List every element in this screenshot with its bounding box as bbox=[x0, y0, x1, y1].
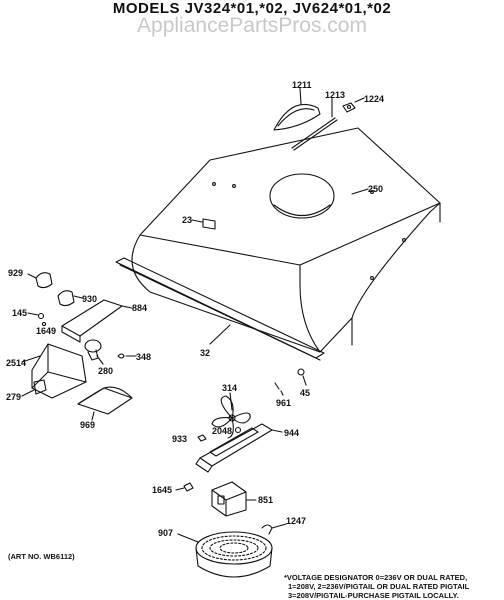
label-1224: 1224 bbox=[364, 94, 384, 104]
washer-part-1649[interactable] bbox=[41, 321, 47, 327]
label-1213: 1213 bbox=[325, 90, 345, 100]
label-969: 969 bbox=[80, 420, 95, 430]
label-933: 933 bbox=[172, 434, 187, 444]
light-housing-part-2514[interactable] bbox=[21, 343, 87, 399]
watermark: AppliancePartsPros.com bbox=[137, 14, 367, 37]
label-32: 32 bbox=[200, 348, 210, 358]
badge-part-23[interactable] bbox=[191, 218, 216, 230]
voltage-note-line-1: *VOLTAGE DESIGNATOR 0=236V OR DUAL RATED… bbox=[284, 573, 468, 582]
label-944: 944 bbox=[284, 428, 299, 438]
filter-part-907[interactable] bbox=[177, 531, 273, 578]
label-45: 45 bbox=[300, 388, 310, 398]
label-1645: 1645 bbox=[152, 485, 172, 495]
label-250: 250 bbox=[368, 184, 383, 194]
label-2048: 2048 bbox=[212, 426, 232, 436]
label-929: 929 bbox=[8, 268, 23, 278]
motor-bracket-part-944[interactable] bbox=[195, 423, 283, 473]
label-930: 930 bbox=[82, 294, 97, 304]
socket-part-279[interactable] bbox=[21, 379, 47, 397]
damper-part-1211[interactable] bbox=[273, 87, 321, 131]
art-number: (ART NO. WB6112) bbox=[8, 552, 75, 561]
label-145: 145 bbox=[12, 308, 27, 318]
label-2514: 2514 bbox=[6, 358, 26, 368]
screw-part-1645[interactable] bbox=[175, 482, 194, 492]
label-1247: 1247 bbox=[286, 516, 306, 526]
label-1211: 1211 bbox=[292, 80, 312, 90]
motor-part-851[interactable] bbox=[211, 481, 257, 517]
clip-part-1247[interactable] bbox=[261, 523, 287, 535]
diagram-title: MODELS JV324*01,*02, JV624*01,*02 bbox=[112, 0, 392, 17]
bulb-part-280[interactable] bbox=[84, 339, 104, 365]
nut-part-2048[interactable] bbox=[234, 426, 242, 434]
label-280: 280 bbox=[98, 366, 113, 376]
trim-strip-part-32[interactable] bbox=[115, 257, 325, 361]
lens-bracket-part-884[interactable] bbox=[61, 299, 133, 343]
clip-part-1224[interactable] bbox=[342, 97, 365, 113]
nut-part-933[interactable] bbox=[197, 434, 207, 442]
label-961: 961 bbox=[276, 398, 291, 408]
label-23: 23 bbox=[182, 215, 192, 225]
hood-body-part-250[interactable] bbox=[131, 127, 441, 353]
fan-blade-part-314[interactable] bbox=[211, 392, 251, 439]
label-348: 348 bbox=[136, 352, 151, 362]
voltage-note-line-2: 1=208V, 2=236V/PIGTAIL OR DUAL RATED PIG… bbox=[288, 582, 470, 591]
switch-part-929[interactable] bbox=[27, 272, 53, 289]
label-884: 884 bbox=[132, 303, 147, 313]
label-1649: 1649 bbox=[36, 326, 56, 336]
screw-part-961[interactable] bbox=[274, 382, 284, 396]
clip-part-348[interactable] bbox=[117, 353, 137, 359]
screw-part-45[interactable] bbox=[297, 368, 307, 386]
label-907: 907 bbox=[158, 528, 173, 538]
damper-rod-part-1213[interactable] bbox=[291, 97, 338, 151]
nut-part-145[interactable] bbox=[27, 312, 45, 320]
label-279: 279 bbox=[6, 392, 21, 402]
lens-cover-part-969[interactable] bbox=[77, 386, 133, 421]
switch-part-930[interactable] bbox=[57, 290, 83, 307]
label-314: 314 bbox=[222, 383, 237, 393]
label-851: 851 bbox=[258, 495, 273, 505]
voltage-note-line-3: 3=208V/PIGTAIL-PURCHASE PIGTAIL LOCALLY. bbox=[288, 591, 459, 600]
